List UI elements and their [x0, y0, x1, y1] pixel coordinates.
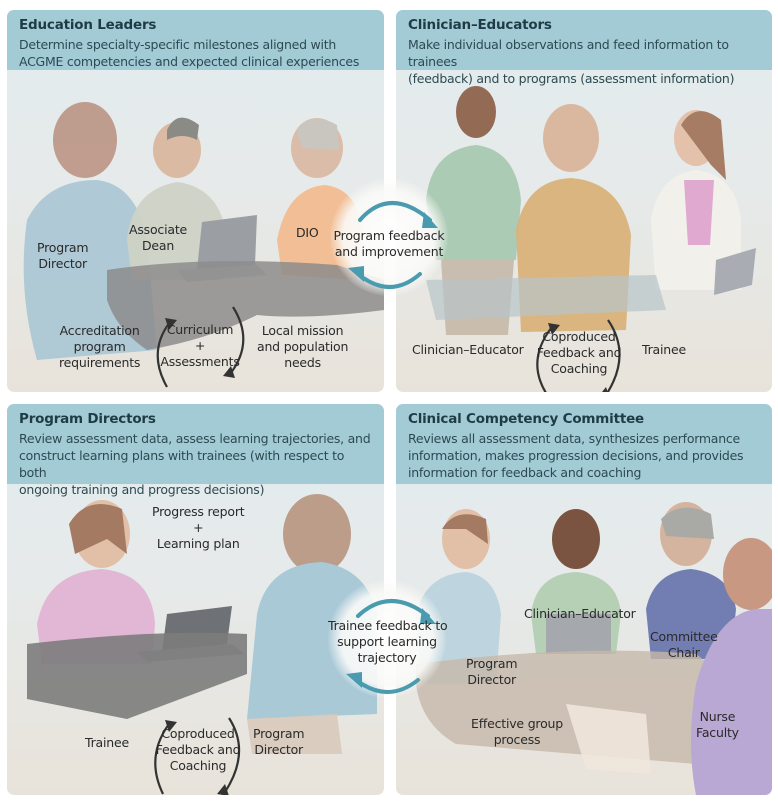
- label-clinician-educator: Clinician–Educator: [412, 342, 524, 357]
- label-dio: DIO: [296, 225, 319, 240]
- panel-header: Program Directors Review assessment data…: [7, 404, 384, 497]
- cycle-curriculum-assessments: Curriculum+Assessments: [145, 302, 255, 392]
- person-head: [53, 102, 117, 178]
- label-clinician-educator: Clinician–Educator: [524, 606, 636, 621]
- committee-illustration: [416, 502, 772, 795]
- panel-title: Program Directors: [19, 411, 156, 427]
- panel-title: Education Leaders: [19, 17, 157, 33]
- cycle-arrows-icon: [154, 717, 241, 795]
- panel-description: Review assessment data, assess learning …: [19, 431, 371, 497]
- panel-clinician-educators: Clinician–Educators Make individual obse…: [396, 10, 772, 392]
- cycle-arrows-icon: [156, 306, 245, 388]
- panel-header: Clinician–Educators Make individual obse…: [396, 10, 772, 86]
- cycle-arrows-teal-icon: [346, 599, 436, 694]
- planning-illustration: [27, 494, 377, 754]
- panel-header: Education Leaders Determine specialty-sp…: [7, 10, 384, 70]
- panel-description: Reviews all assessment data, synthesizes…: [408, 431, 744, 480]
- label-progress-report: Progress report+Learning plan: [152, 504, 245, 551]
- panel-header: Clinical Competency Committee Reviews al…: [396, 404, 772, 484]
- feedback-illustration: [426, 86, 756, 335]
- panel-title: Clinician–Educators: [408, 17, 552, 33]
- panel-program-directors: Program Directors Review assessment data…: [7, 404, 384, 795]
- panel-description: Make individual observations and feed in…: [408, 37, 735, 86]
- panel-clinical-competency-committee: Clinical Competency Committee Reviews al…: [396, 404, 772, 795]
- panel-title: Clinical Competency Committee: [408, 411, 644, 427]
- illustration-program-directors: Progress report+Learning plan Trainee Co…: [7, 484, 384, 795]
- cycle-arrows-icon: [536, 319, 621, 392]
- label-trainee: Trainee: [642, 342, 686, 357]
- label-trainee: Trainee: [85, 735, 129, 750]
- panel-education-leaders: Education Leaders Determine specialty-sp…: [7, 10, 384, 392]
- cycle-arrows-teal-icon: [348, 201, 438, 289]
- panel-description: Determine specialty-specific milestones …: [19, 37, 360, 69]
